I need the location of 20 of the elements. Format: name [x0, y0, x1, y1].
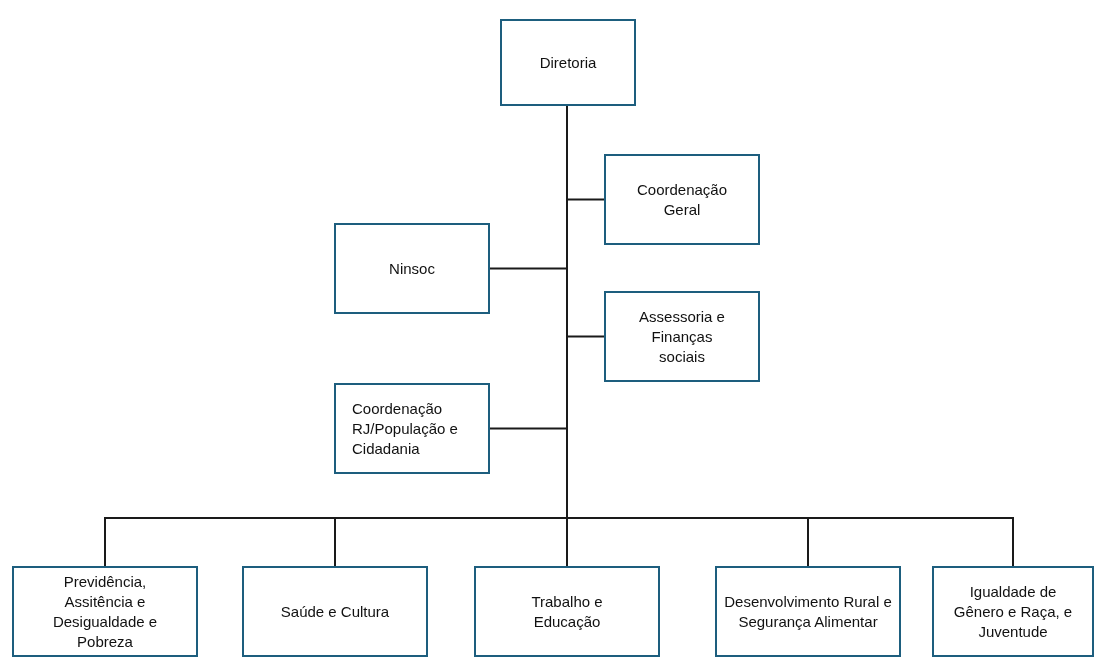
org-box — [500, 19, 636, 106]
box-label: Trabalho e Educação — [530, 591, 604, 632]
box-label: Assessoria e Finanças sociais — [638, 306, 726, 367]
org-box — [604, 154, 760, 245]
box-label: Previdência, Assitência e Desigualdade e Pobreza — [51, 571, 159, 652]
org-box — [715, 566, 901, 657]
org-box — [932, 566, 1094, 657]
org-box — [334, 223, 490, 314]
box-label: Ninsoc — [389, 258, 435, 279]
box-label: Saúde e Cultura — [280, 601, 390, 622]
box-label: Coordenação Geral — [635, 179, 729, 220]
org-box — [334, 383, 490, 474]
box-label: Desenvolvimento Rural e Segurança Alimentar — [723, 591, 893, 632]
box-label: Coordenação RJ/População e Cidadania — [352, 398, 459, 459]
org-box — [604, 291, 760, 382]
org-box — [12, 566, 198, 657]
box-label: Igualdade de Gênero e Raça, e Juventude — [952, 581, 1074, 642]
org-box — [242, 566, 428, 657]
org-box — [474, 566, 660, 657]
box-label: Diretoria — [539, 52, 597, 73]
